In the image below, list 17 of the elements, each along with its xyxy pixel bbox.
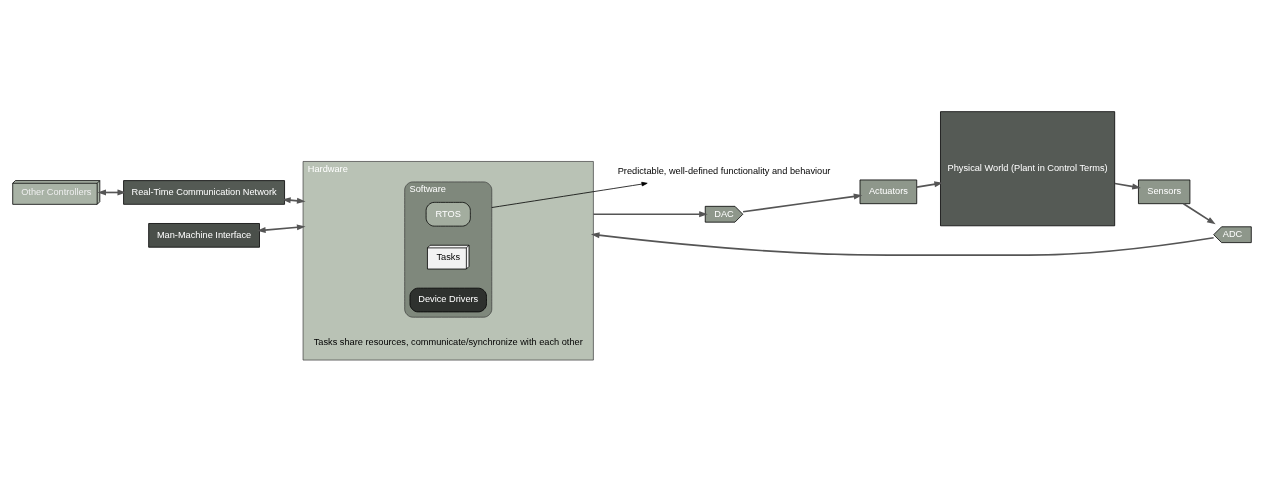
node-box: Physical World (Plant in Control Terms): [940, 111, 1116, 227]
node-box: Actuators: [859, 179, 918, 205]
node-text: Predictable, well-defined functionality and behaviour: [617, 165, 831, 176]
arrow: [590, 232, 1215, 256]
node-box: RTOS: [425, 201, 471, 227]
node-box: Real-Time Communication Network: [123, 180, 285, 205]
arrow: [1182, 202, 1216, 225]
arrow: [257, 224, 306, 234]
node-box: Device Drivers: [409, 287, 487, 313]
label: Tasks share resources, communicate/synchronize with each other: [313, 337, 583, 348]
node-box: Sensors: [1138, 179, 1191, 205]
node-box: Man-Machine Interface: [148, 223, 260, 248]
arrow: [915, 181, 943, 188]
arrow: [742, 193, 863, 213]
arrow: [491, 181, 648, 208]
arrow: [1114, 182, 1141, 190]
arrow: [592, 211, 708, 218]
